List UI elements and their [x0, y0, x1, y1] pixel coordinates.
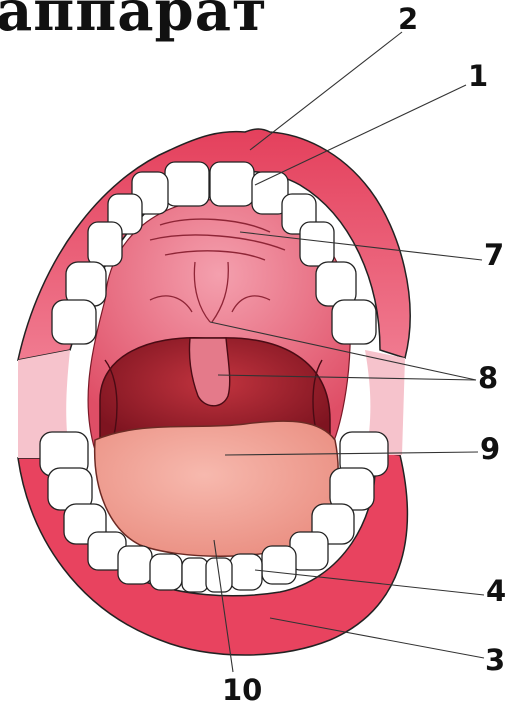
incisor-upper-left [165, 162, 209, 206]
label-4: 4 [486, 577, 506, 606]
label-3: 3 [485, 646, 505, 675]
label-1: 1 [468, 62, 488, 91]
label-7: 7 [484, 241, 504, 270]
label-8: 8 [478, 364, 498, 393]
label-10: 10 [222, 676, 262, 705]
leader-2 [250, 32, 402, 150]
label-9: 9 [480, 435, 500, 464]
incisor-lower-left [182, 558, 208, 592]
label-2: 2 [398, 5, 418, 34]
incisor-upper-right [210, 162, 254, 206]
